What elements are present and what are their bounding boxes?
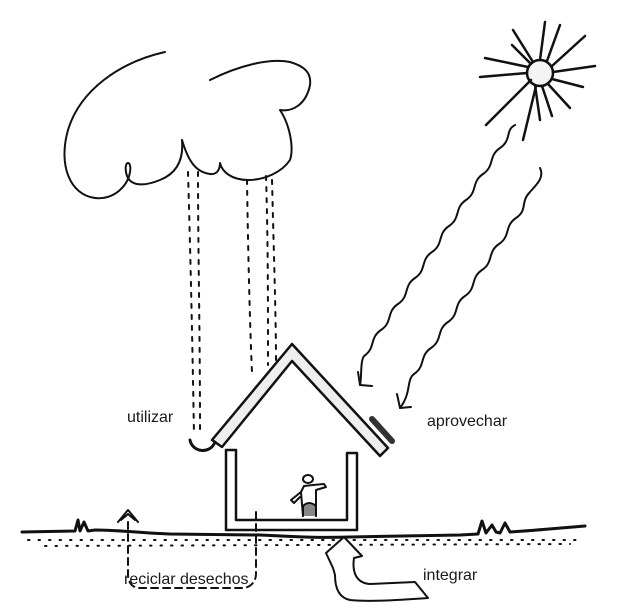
solar-panel xyxy=(369,416,395,444)
cloud xyxy=(63,51,312,200)
label-reciclar-desechos: reciclar desechos xyxy=(124,571,249,588)
ground xyxy=(20,518,587,547)
sun xyxy=(478,20,597,142)
solar-rays xyxy=(357,124,543,409)
rain xyxy=(187,171,277,436)
house xyxy=(210,342,390,532)
waste-recycling-path xyxy=(117,509,257,589)
person xyxy=(290,474,327,517)
label-aprovechar: aprovechar xyxy=(427,413,508,430)
rain-gutter xyxy=(188,438,217,452)
earth-integration-arrow xyxy=(325,536,429,602)
label-utilizar: utilizar xyxy=(127,409,174,426)
label-integrar: integrar xyxy=(423,567,478,584)
